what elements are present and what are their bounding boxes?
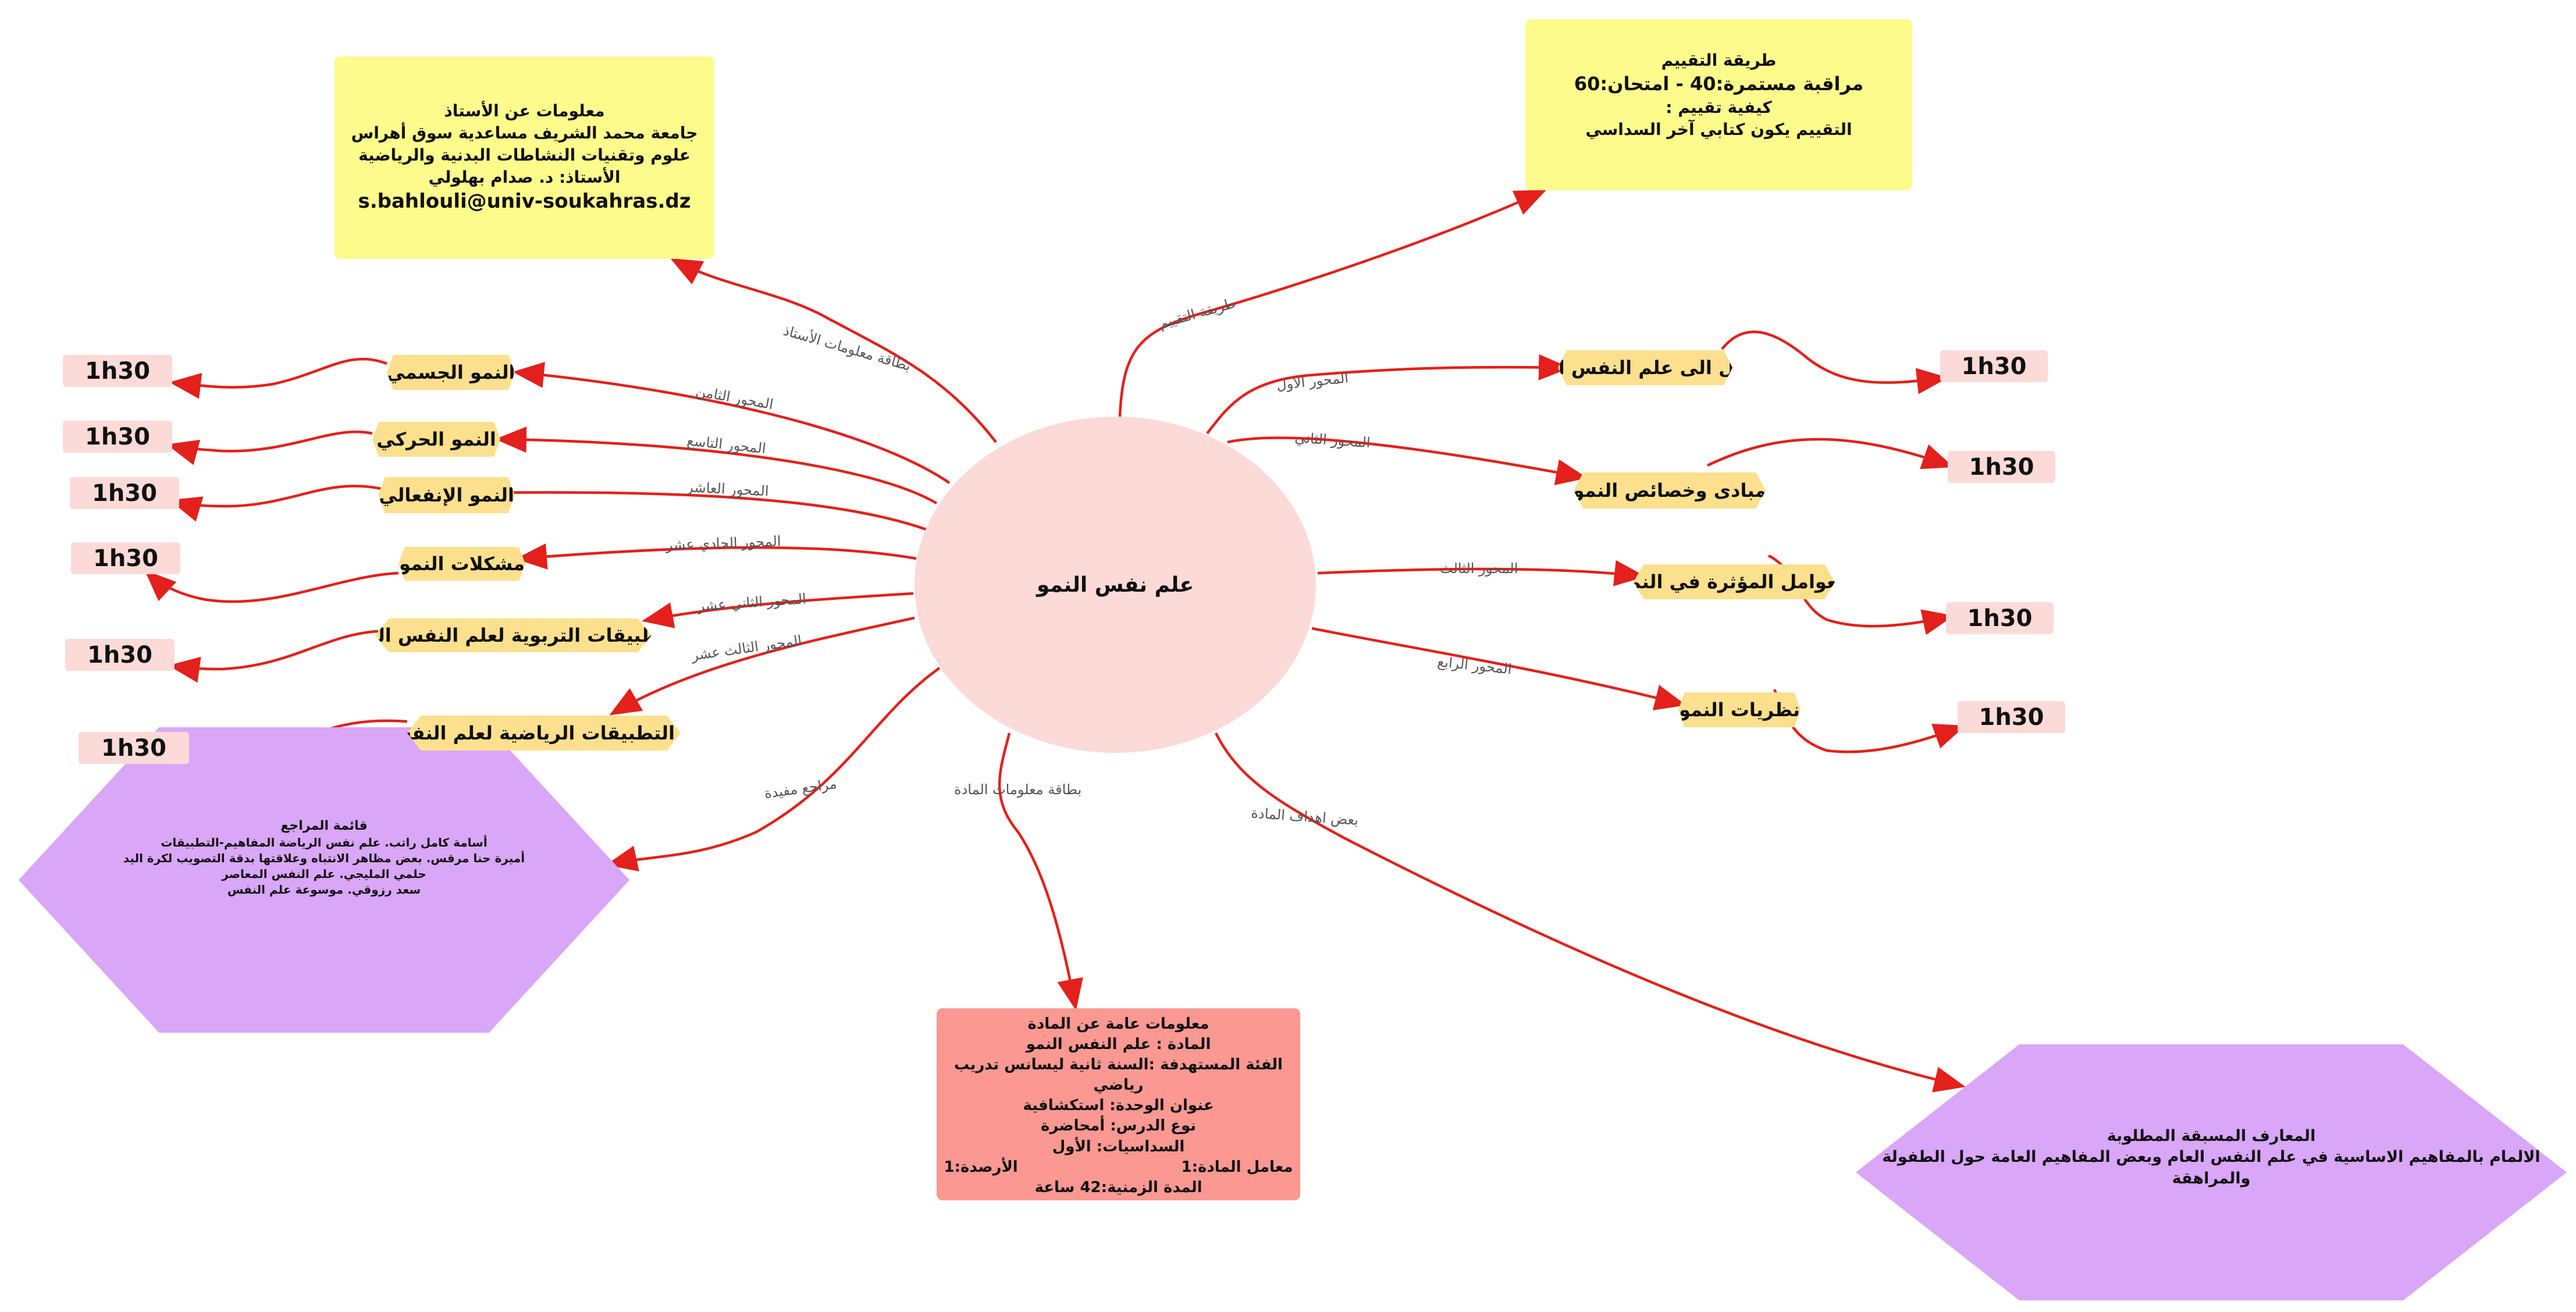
edge-dur11 — [144, 570, 399, 603]
references-line: أميرة حنا مرقس. بعض مظاهر الانتباه وعلاق… — [123, 851, 525, 865]
edge-label-axis3: المحور الثالث — [1440, 560, 1518, 577]
topic-axis9[interactable]: النمو الحركي — [372, 422, 500, 457]
duration-axis4[interactable]: 1h30 — [1958, 701, 2065, 733]
course-info-line: عنوان الوحدة: استكشافية — [1023, 1097, 1214, 1115]
central-topic-label: علم نفس النمو — [1036, 573, 1194, 597]
edge-label-axis1: المحور الاول — [1276, 369, 1350, 393]
edge-label-axis11: المحور الحادي عشر — [665, 533, 781, 553]
edge-dur2 — [1707, 438, 1954, 470]
edge-label-axis2: المحور الثاني — [1294, 429, 1371, 451]
edge-dur9 — [166, 430, 373, 465]
edge-label-axis4: المحور الرابع — [1436, 653, 1513, 677]
course-info-card[interactable]: معلومات عامة عن المادة المادة : علم النف… — [937, 1008, 1300, 1200]
course-info-line: المادة : علم النفس النمو — [1026, 1036, 1211, 1054]
course-info-line: نوع الدرس: أمحاضرة — [1040, 1117, 1197, 1135]
topic-axis4-label: نظريات النمو — [1679, 699, 1800, 721]
central-topic[interactable]: علم نفس النمو — [915, 417, 1316, 753]
edge-axis11 — [515, 543, 917, 570]
duration-axis8[interactable]: 1h30 — [63, 355, 172, 387]
topic-axis1[interactable]: مدخل الى علم النفس النمو — [1558, 350, 1732, 385]
edge-dur8 — [169, 357, 387, 399]
duration-axis1[interactable]: 1h30 — [1940, 350, 2048, 382]
topic-axis11[interactable]: مشكلات النمو — [399, 547, 525, 581]
course-info-line: الفئة المستهدفة :السنة ثانية ليسانس تدري… — [954, 1056, 1283, 1094]
edge-dur10 — [169, 485, 382, 522]
duration-axis9[interactable]: 1h30 — [63, 421, 172, 453]
edge-axis12 — [642, 592, 914, 628]
prerequisites-line: الالمام بالمفاهيم الاساسية في علم النفس … — [1882, 1148, 2541, 1187]
course-info-line: معلومات عامة عن المادة — [1027, 1015, 1209, 1033]
edge-axis3 — [1317, 560, 1646, 586]
duration-axis12[interactable]: 1h30 — [65, 639, 175, 671]
evaluation-line: كيفية تقييم : — [1666, 97, 1772, 117]
edge-references — [606, 667, 941, 872]
course-info-line: السداسيات: الأول — [1052, 1137, 1185, 1155]
topic-axis10[interactable]: النمو الإنفعالي — [378, 477, 515, 513]
teacher-info-line: الأستاذ: د. صدام بهلولي — [428, 167, 621, 187]
edge-label-axis12: المحور الثاني عشر — [696, 591, 806, 614]
duration-axis2[interactable]: 1h30 — [1948, 451, 2055, 483]
edge-dur12 — [168, 630, 379, 683]
edge-axis13 — [609, 616, 915, 716]
topic-axis12[interactable]: التطبيقات التربوية لعلم النفس النمو — [375, 618, 652, 652]
teacher-info-line: علوم وتقنيات النشاطات البدنية والرياضية — [358, 145, 691, 165]
references-line: أسامة كامل راتب. علم نفس الرياضة المفاهي… — [161, 835, 488, 849]
teacher-info-line: جامعة محمد الشريف مساعدية سوق أهراس — [351, 123, 698, 143]
topic-axis1-label: مدخل الى علم النفس النمو — [1520, 357, 1771, 379]
edge-axis10 — [446, 479, 927, 531]
teacher-info-line: معلومات عن الأستاذ — [444, 101, 605, 121]
edge-axis9 — [495, 426, 938, 504]
topic-axis11-label: مشكلات النمو — [399, 553, 525, 575]
prerequisites-hexagon[interactable]: المعارف المسبقة المطلوبة الالمام بالمفاه… — [1856, 1044, 2567, 1300]
course-info-coef-row: معامل المادة:1 الأرصدة:1 — [944, 1157, 1293, 1178]
edge-label-course: بطاقة معلومات المادة — [954, 781, 1081, 798]
topic-axis12-label: التطبيقات التربوية لعلم النفس النمو — [346, 624, 681, 646]
edge-label-references: مراجع مفيدة — [763, 776, 838, 802]
topic-axis3[interactable]: العوامل المؤثرة في النمو — [1634, 564, 1835, 599]
topic-axis8[interactable]: النمو الجسمي — [387, 355, 515, 390]
course-credits: الأرصدة:1 — [944, 1158, 1018, 1176]
references-line: سعد رزوقي. موسوعة علم النفس — [227, 882, 421, 897]
topic-axis10-label: النمو الإنفعالي — [379, 484, 515, 506]
evaluation-line: التقييم يكون كتابي آخر السداسي — [1585, 119, 1852, 139]
topic-axis9-label: النمو الحركي — [376, 428, 496, 450]
evaluation-line: طريقة التقييم — [1661, 51, 1777, 70]
references-hexagon[interactable]: قائمة المراجع أسامة كامل راتب. علم نفس ا… — [19, 727, 629, 1033]
edge-axis2 — [1227, 436, 1588, 485]
topic-axis4[interactable]: نظريات النمو — [1678, 692, 1801, 727]
topic-axis2[interactable]: مبادى وخصائص النمو — [1574, 472, 1766, 509]
topic-axis13-label: التطبيقات الرياضية لعلم النفس النمو — [334, 722, 675, 744]
edge-evaluation — [1118, 190, 1547, 417]
duration-axis11[interactable]: 1h30 — [71, 542, 180, 574]
edge-dur4 — [1773, 689, 1966, 753]
edge-axis8 — [513, 361, 951, 484]
duration-axis13[interactable]: 1h30 — [79, 732, 189, 764]
topic-axis3-label: العوامل المؤثرة في النمو — [1617, 571, 1851, 593]
evaluation-line: مراقبة مستمرة:40 - امتحان:60 — [1574, 72, 1864, 95]
edge-axis4 — [1311, 627, 1687, 710]
edge-axis1 — [1206, 354, 1570, 435]
teacher-email: s.bahlouli@univ-soukahras.dz — [358, 189, 691, 213]
edge-label-axis8: المحور الثامن — [695, 383, 774, 413]
topic-axis8-label: النمو الجسمي — [386, 361, 515, 383]
edge-label-goals: بعض اهداف المادة — [1251, 805, 1359, 829]
prerequisites-line: المعارف المسبقة المطلوبة — [2107, 1127, 2316, 1145]
duration-axis3[interactable]: 1h30 — [1946, 602, 2054, 634]
topic-axis2-label: مبادى وخصائص النمو — [1572, 479, 1767, 502]
topic-axis13[interactable]: التطبيقات الرياضية لعلم النفس النمو — [407, 716, 681, 751]
edge-goals — [1214, 732, 1966, 1093]
edge-course — [998, 733, 1083, 1011]
edge-label-evaluation: طريقة التقييم — [1157, 295, 1237, 332]
references-line: حلمي المليجي. علم النفس المعاصر — [222, 866, 426, 881]
course-coefficient: معامل المادة:1 — [1181, 1158, 1293, 1176]
duration-axis10[interactable]: 1h30 — [70, 477, 179, 509]
course-duration: المدة الزمنية:42 ساعة — [1034, 1178, 1202, 1196]
edge-dur1 — [1721, 330, 1948, 394]
references-line: قائمة المراجع — [280, 819, 368, 833]
edge-teacher — [670, 258, 997, 443]
teacher-info-card[interactable]: معلومات عن الأستاذ جامعة محمد الشريف مسا… — [335, 56, 714, 259]
evaluation-card[interactable]: طريقة التقييم مراقبة مستمرة:40 - امتحان:… — [1525, 19, 1912, 190]
